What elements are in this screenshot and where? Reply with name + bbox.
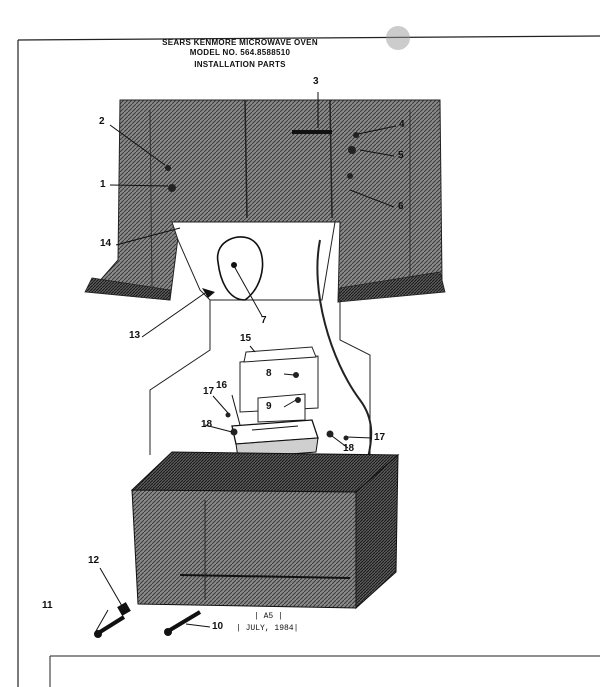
header-model: MODEL NO. 564.8588510	[189, 48, 291, 57]
callout-7: 7	[261, 315, 267, 326]
footer-date: | JULY, 1984|	[236, 624, 299, 633]
callout-17-right: 17	[374, 432, 386, 443]
callout-17-left: 17	[203, 386, 215, 397]
wall-outline	[149, 300, 371, 455]
microwave-oven	[130, 451, 400, 610]
callout-2: 2	[99, 116, 105, 127]
callout-3: 3	[313, 76, 319, 87]
callout-4: 4	[399, 119, 405, 130]
smudge-mark	[386, 26, 410, 50]
hardware	[165, 130, 359, 441]
power-cord	[316, 239, 373, 459]
page-border-top	[17, 35, 601, 41]
footer-code: | A5 |	[254, 612, 283, 621]
mounting-bolts	[94, 602, 202, 638]
header-title: SEARS KENMORE MICROWAVE OVEN	[162, 38, 318, 47]
callout-1: 1	[100, 179, 106, 190]
callout-12: 12	[88, 555, 100, 566]
callout-5: 5	[398, 150, 404, 161]
top-plate	[239, 346, 319, 423]
leader-lines	[95, 92, 397, 632]
callout-15: 15	[240, 333, 252, 344]
callout-8: 8	[266, 368, 272, 379]
callout-16: 16	[216, 380, 228, 391]
callout-14: 14	[100, 238, 112, 249]
callout-9: 9	[266, 401, 272, 412]
mounting-bracket	[231, 419, 319, 459]
callout-13: 13	[129, 330, 141, 341]
callout-6: 6	[398, 201, 404, 212]
callout-11: 11	[42, 600, 53, 611]
callout-18-left: 18	[201, 419, 213, 430]
header-subtitle: INSTALLATION PARTS	[194, 60, 286, 69]
mounting-template	[171, 221, 336, 301]
callout-10: 10	[212, 621, 224, 632]
callout-18-right: 18	[343, 443, 355, 454]
